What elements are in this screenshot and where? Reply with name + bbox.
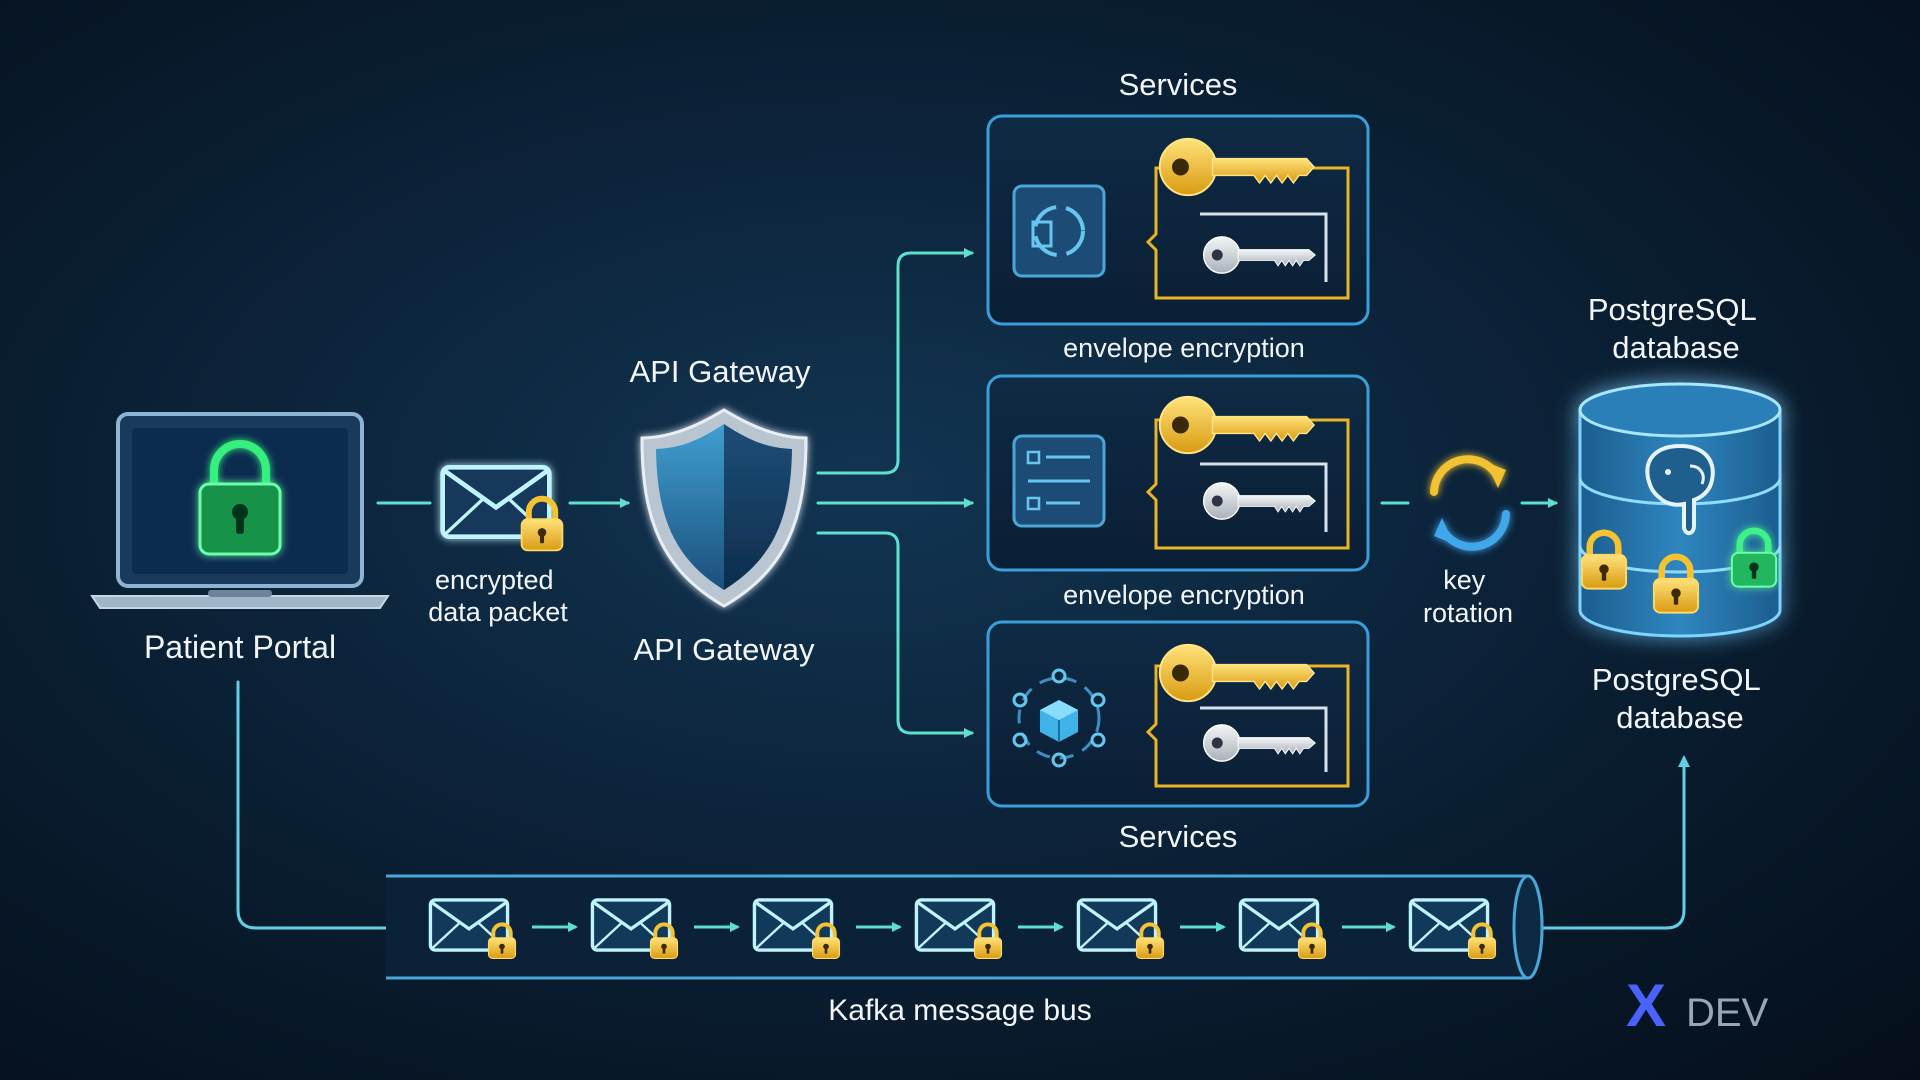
api-gateway-node: API Gateway API Gateway bbox=[630, 354, 815, 667]
db-label-top-line-2: database bbox=[1612, 330, 1740, 365]
key-rotation-label: key rotation bbox=[1423, 565, 1513, 628]
postgresql-database-node: PostgreSQL database PostgreSQL database bbox=[1578, 292, 1782, 735]
key-bracket-inner bbox=[1200, 462, 1328, 532]
envelope-icon bbox=[592, 900, 677, 958]
packet-label-line-2: data packet bbox=[428, 597, 568, 627]
key-rotation-line-2: rotation bbox=[1423, 598, 1513, 628]
envelope-icon bbox=[1078, 900, 1163, 958]
padlock-icon bbox=[198, 440, 282, 556]
service-panel-2 bbox=[986, 374, 1370, 572]
bus-connectors bbox=[236, 680, 1690, 934]
services-label-bottom: Services bbox=[1119, 819, 1238, 854]
logo-text: DEV bbox=[1686, 991, 1769, 1035]
gateway-label-top: API Gateway bbox=[630, 354, 811, 389]
db-label-top-line-1: PostgreSQL bbox=[1588, 292, 1757, 327]
connectors bbox=[376, 248, 1558, 738]
shield-icon bbox=[640, 408, 808, 608]
elephant-icon bbox=[1645, 443, 1715, 535]
db-label-bottom-line-1: PostgreSQL bbox=[1592, 662, 1761, 697]
envelope-icon bbox=[754, 900, 839, 958]
refresh-icon bbox=[1430, 455, 1510, 551]
service-panel-3 bbox=[986, 620, 1370, 808]
envelope-icon bbox=[430, 900, 515, 958]
portal-to-bus-arrow bbox=[236, 680, 413, 934]
encrypted-packet-node: encrypted data packet bbox=[428, 467, 568, 627]
cycle-icon bbox=[1012, 184, 1106, 278]
db-label-bottom: PostgreSQL database bbox=[1592, 662, 1768, 735]
service-panel-1 bbox=[986, 114, 1370, 326]
packet-label-line-1: encrypted bbox=[435, 565, 554, 595]
key-bracket bbox=[1145, 418, 1350, 550]
patient-portal-label: Patient Portal bbox=[144, 629, 336, 665]
envelope-label-2: envelope encryption bbox=[1063, 580, 1305, 610]
gateway-label-bottom: API Gateway bbox=[634, 632, 815, 667]
gateway-to-service1-arrow bbox=[816, 248, 974, 475]
patient-portal-node: Patient Portal bbox=[90, 412, 390, 665]
key-rotation-node: key rotation bbox=[1423, 455, 1513, 628]
list-icon bbox=[1012, 434, 1106, 528]
kafka-label: Kafka message bus bbox=[828, 994, 1091, 1027]
key-bracket-inner bbox=[1200, 706, 1328, 772]
bus-to-db-arrow bbox=[1538, 755, 1690, 930]
services-label-top: Services bbox=[1119, 67, 1238, 102]
envelope-label-1: envelope encryption bbox=[1063, 333, 1305, 363]
kafka-bus-node: Kafka message bus bbox=[386, 874, 1544, 1027]
envelope-icon bbox=[1410, 900, 1495, 958]
database-icon bbox=[1578, 382, 1782, 638]
key-bracket bbox=[1145, 664, 1350, 788]
logo-mark: X bbox=[1626, 972, 1666, 1039]
envelope-icon bbox=[1240, 900, 1325, 958]
key-bracket bbox=[1145, 166, 1350, 300]
db-label-bottom-line-2: database bbox=[1616, 700, 1744, 735]
key-rotation-line-1: key bbox=[1443, 565, 1486, 595]
xdev-logo: X DEV bbox=[1626, 972, 1769, 1039]
gateway-to-service3-arrow bbox=[816, 531, 974, 738]
key-bracket-inner bbox=[1200, 212, 1328, 282]
db-label-top: PostgreSQL database bbox=[1588, 292, 1764, 365]
cube-network-icon bbox=[1012, 668, 1106, 768]
packet-label: encrypted data packet bbox=[428, 565, 568, 627]
envelope-icon bbox=[916, 900, 1001, 958]
